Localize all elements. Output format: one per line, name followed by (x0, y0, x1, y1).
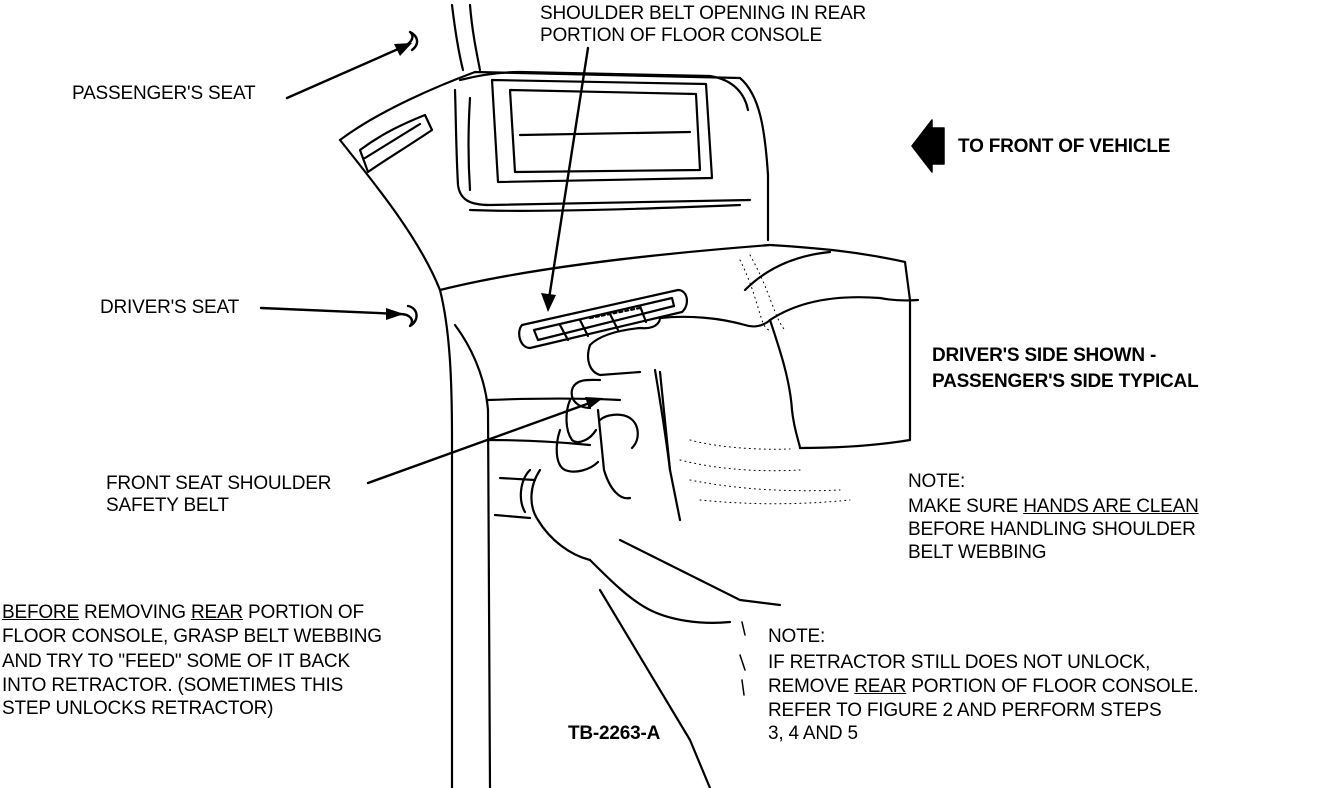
note-retractor-line3: REFER TO FIGURE 2 AND PERFORM STEPS (768, 700, 1162, 721)
note-before-line4: INTO RETRACTOR. (SOMETIMES THIS (2, 675, 344, 696)
label-front-seat-belt-line1: FRONT SEAT SHOULDER (106, 473, 332, 494)
note-before-line3: AND TRY TO "FEED" SOME OF IT BACK (2, 651, 350, 672)
label-drivers-seat: DRIVER'S SEAT (100, 297, 239, 318)
note-retractor-line1: IF RETRACTOR STILL DOES NOT UNLOCK, (768, 652, 1151, 673)
note-before-line1-post: PORTION OF (242, 602, 364, 623)
label-drivers-side-line1: DRIVER'S SIDE SHOWN - (932, 345, 1157, 366)
lower-hand (519, 408, 782, 788)
arrowhead-front-belt (585, 397, 603, 409)
note-hands-line1-pre: MAKE SURE (908, 496, 1024, 517)
label-shoulder-belt-opening-line1: SHOULDER BELT OPENING IN REAR (540, 3, 867, 24)
label-drivers-side-line2: PASSENGER'S SIDE TYPICAL (932, 371, 1199, 392)
note-hands-heading: NOTE: (908, 471, 966, 492)
label-passengers-seat: PASSENGER'S SEAT (72, 83, 256, 104)
note-hands-line3: BELT WEBBING (908, 542, 1047, 563)
figure-id: TB-2263-A (568, 723, 661, 744)
note-retractor-line2-post: PORTION OF FLOOR CONSOLE. (906, 676, 1199, 697)
leader-front-belt (366, 398, 600, 485)
note-before-line5: STEP UNLOCKS RETRACTOR) (2, 698, 274, 719)
arrowheads (386, 43, 603, 409)
note-retractor-line4: 3, 4 AND 5 (768, 723, 858, 744)
label-to-front-of-vehicle: TO FRONT OF VEHICLE (958, 136, 1171, 157)
leader-shoulder-opening (546, 46, 590, 307)
note-before-line1-mid: REMOVING (78, 602, 191, 623)
leader-passenger-seat (285, 44, 407, 100)
note-retractor-line2: REMOVE REAR PORTION OF FLOOR CONSOLE. (768, 675, 1199, 698)
label-front-seat-belt-line2: SAFETY BELT (106, 495, 229, 516)
upper-hand (565, 243, 920, 522)
label-shoulder-belt-opening-line2: PORTION OF FLOOR CONSOLE (540, 25, 822, 46)
arrowhead-passenger-seat (394, 43, 412, 56)
note-retractor-line2-underlined: REAR (854, 676, 907, 697)
note-hands-line1-underlined: HANDS ARE CLEAN (1023, 496, 1199, 517)
note-before-line1: BEFORE REMOVING REAR PORTION OF (2, 601, 364, 624)
note-hands-line2: BEFORE HANDLING SHOULDER (908, 519, 1196, 540)
note-retractor-line2-pre: REMOVE (768, 676, 855, 697)
floor-console (338, 70, 772, 788)
note-hands-line1: MAKE SURE HANDS ARE CLEAN (908, 495, 1199, 518)
note-before-line2: FLOOR CONSOLE, GRASP BELT WEBBING (2, 626, 382, 647)
note-retractor-heading: NOTE: (768, 626, 826, 647)
note-before-line1-u1: BEFORE (2, 602, 79, 623)
shading (679, 254, 851, 505)
note-before-line1-u2: REAR (190, 602, 243, 623)
leader-lines (259, 30, 600, 485)
direction-arrow-icon (911, 119, 945, 173)
arrowhead-shoulder-opening (541, 293, 556, 312)
leader-driver-seat (259, 306, 402, 316)
arrowhead-driver-seat (386, 308, 404, 320)
seat-back-lines (450, 3, 482, 72)
